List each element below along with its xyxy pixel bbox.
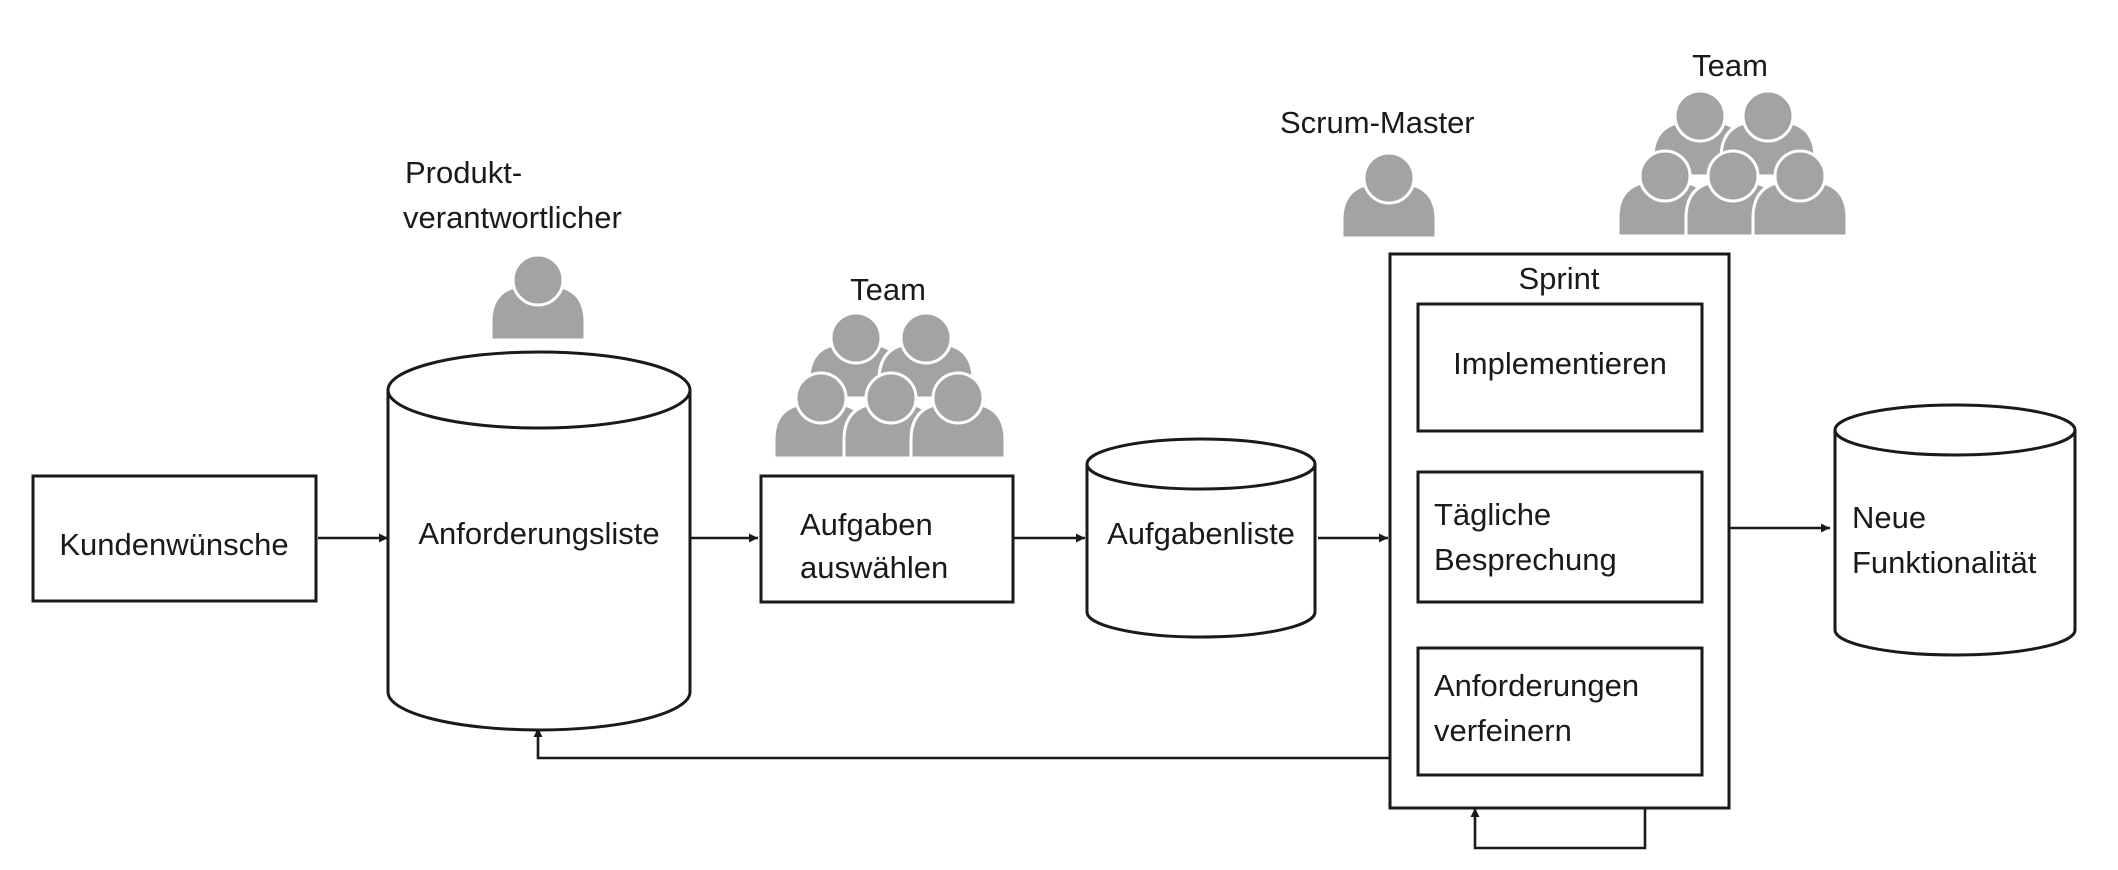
person-icon [1340,151,1438,240]
team-group-icon: Team [772,272,1007,460]
implementieren-node [1416,302,1704,433]
sprint-container: Sprint Implementieren Tägliche Besprechu… [1388,252,1731,810]
taegliche-besprechung-label-line-1: Tägliche [1434,497,1551,532]
arrow-verfeinern-feedback-to-anforderungsliste [533,728,1418,760]
kundenwuensche-node: Kundenwünsche [31,474,318,603]
neue-funktionalitaet-node: Neue Funktionalität [1833,403,2077,657]
aufgabenliste-label: Aufgabenliste [1107,516,1295,551]
aufgabenliste-node: Aufgabenliste [1085,437,1317,639]
aufgaben-auswaehlen-label-line-2: auswählen [800,550,948,585]
product-owner-label-line-2: verantwortlicher [403,200,622,235]
aufgaben-auswaehlen-node: Aufgaben auswählen [759,474,1015,604]
anforderungen-verfeinern-label-line-2: verfeinern [1434,713,1572,748]
anforderungsliste-node: Anforderungsliste [386,350,692,732]
scrum-master-label: Scrum-Master [1280,105,1475,140]
product-owner-group: Produkt- verantwortlicher [403,155,622,342]
scrum-master-group: Scrum-Master [1280,105,1475,240]
arrow-sprint-loop [1470,808,1647,850]
person-icon [489,253,587,342]
implementieren-label: Implementieren [1453,346,1667,381]
sprint-label: Sprint [1519,261,1600,296]
aufgaben-auswaehlen-label-line-1: Aufgaben [800,507,933,542]
kundenwuensche-label: Kundenwünsche [59,527,288,562]
team-label-1: Team [850,272,926,307]
team-label-2: Team [1692,48,1768,83]
team-group-icon: Team [1616,48,1849,238]
taegliche-besprechung-node [1416,470,1704,604]
taegliche-besprechung-label-line-2: Besprechung [1434,542,1617,577]
anforderungen-verfeinern-label-line-1: Anforderungen [1434,668,1639,703]
anforderungen-verfeinern-node [1416,646,1704,777]
neue-funktionalitaet-label-line-2: Funktionalität [1852,545,2037,580]
anforderungsliste-label: Anforderungsliste [418,516,659,551]
product-owner-label-line-1: Produkt- [405,155,522,190]
neue-funktionalitaet-label-line-1: Neue [1852,500,1926,535]
